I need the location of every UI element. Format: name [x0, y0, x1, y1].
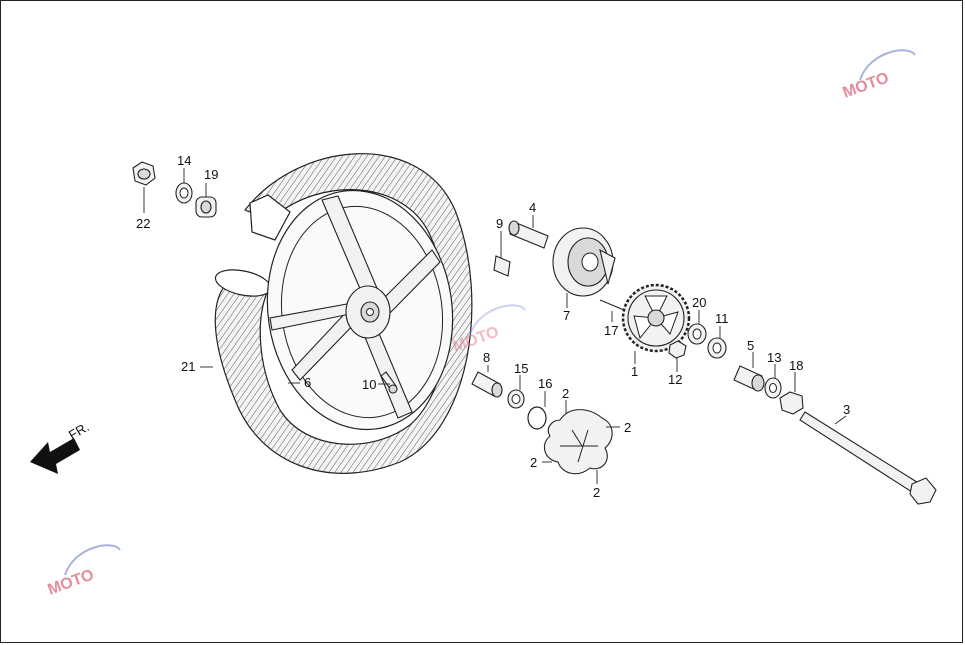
- callout-13: 13: [767, 350, 781, 365]
- distance-collar-part-8: [471, 371, 503, 398]
- watermark-logo-top: MOTO: [841, 49, 916, 102]
- bearing-part-20: [687, 323, 707, 345]
- collar-part-14: [175, 182, 193, 204]
- damper-rubber-part-2: [543, 409, 613, 475]
- bolt-part-4: [508, 220, 549, 249]
- callout-11: 11: [715, 311, 729, 326]
- nut-part-22: [132, 161, 156, 186]
- callout-2-left: 2: [530, 455, 537, 470]
- o-ring-part-16: [527, 406, 547, 430]
- callout-6: 6: [304, 375, 311, 390]
- leader-lines: [143, 168, 847, 484]
- axle-part-3: [799, 411, 937, 505]
- watermark-text-top: MOTO: [841, 69, 892, 101]
- callout-22: 22: [136, 216, 150, 231]
- axle-nut-part-18: [779, 391, 804, 415]
- callout-4: 4: [529, 200, 536, 215]
- oil-seal-part-11: [707, 337, 727, 359]
- callout-3: 3: [843, 402, 850, 417]
- callout-14: 14: [177, 153, 191, 168]
- callout-1: 1: [631, 364, 638, 379]
- callout-21: 21: [181, 359, 195, 374]
- callout-8: 8: [483, 350, 490, 365]
- callout-18: 18: [789, 358, 803, 373]
- washer-part-13: [764, 377, 782, 399]
- hub-flange-part-7: [552, 227, 616, 297]
- collar-part-5: [733, 365, 765, 392]
- callout-9: 9: [496, 216, 503, 231]
- callout-5: 5: [747, 338, 754, 353]
- callout-20: 20: [692, 295, 706, 310]
- callout-2-right: 2: [624, 420, 631, 435]
- callout-16: 16: [538, 376, 552, 391]
- nut-part-12: [668, 340, 687, 359]
- front-direction-label: FR.: [66, 419, 92, 442]
- callout-10: 10: [362, 377, 376, 392]
- watermark-text-bottom: MOTO: [46, 566, 97, 598]
- callout-12: 12: [668, 372, 682, 387]
- callout-19: 19: [204, 167, 218, 182]
- callout-7: 7: [563, 308, 570, 323]
- front-direction-arrow: [30, 438, 80, 474]
- callout-2-bottom: 2: [593, 485, 600, 500]
- watermark-logo-bottom: MOTO: [46, 544, 121, 599]
- callout-labels: 22 14 19 21 6 10 9 4 7 17 1 20 12 11 8 1…: [136, 153, 850, 500]
- lock-washer-part-9: [493, 255, 511, 277]
- valve-part-10: [380, 371, 398, 394]
- bearing-part-19: [195, 196, 217, 218]
- stud-part-17: [599, 299, 625, 311]
- callout-2-top: 2: [562, 386, 569, 401]
- callout-17: 17: [604, 323, 618, 338]
- dust-seal-part-15: [507, 389, 525, 409]
- rim-part-6: [266, 189, 454, 431]
- sprocket-part-1: [621, 283, 691, 353]
- callout-15: 15: [514, 361, 528, 376]
